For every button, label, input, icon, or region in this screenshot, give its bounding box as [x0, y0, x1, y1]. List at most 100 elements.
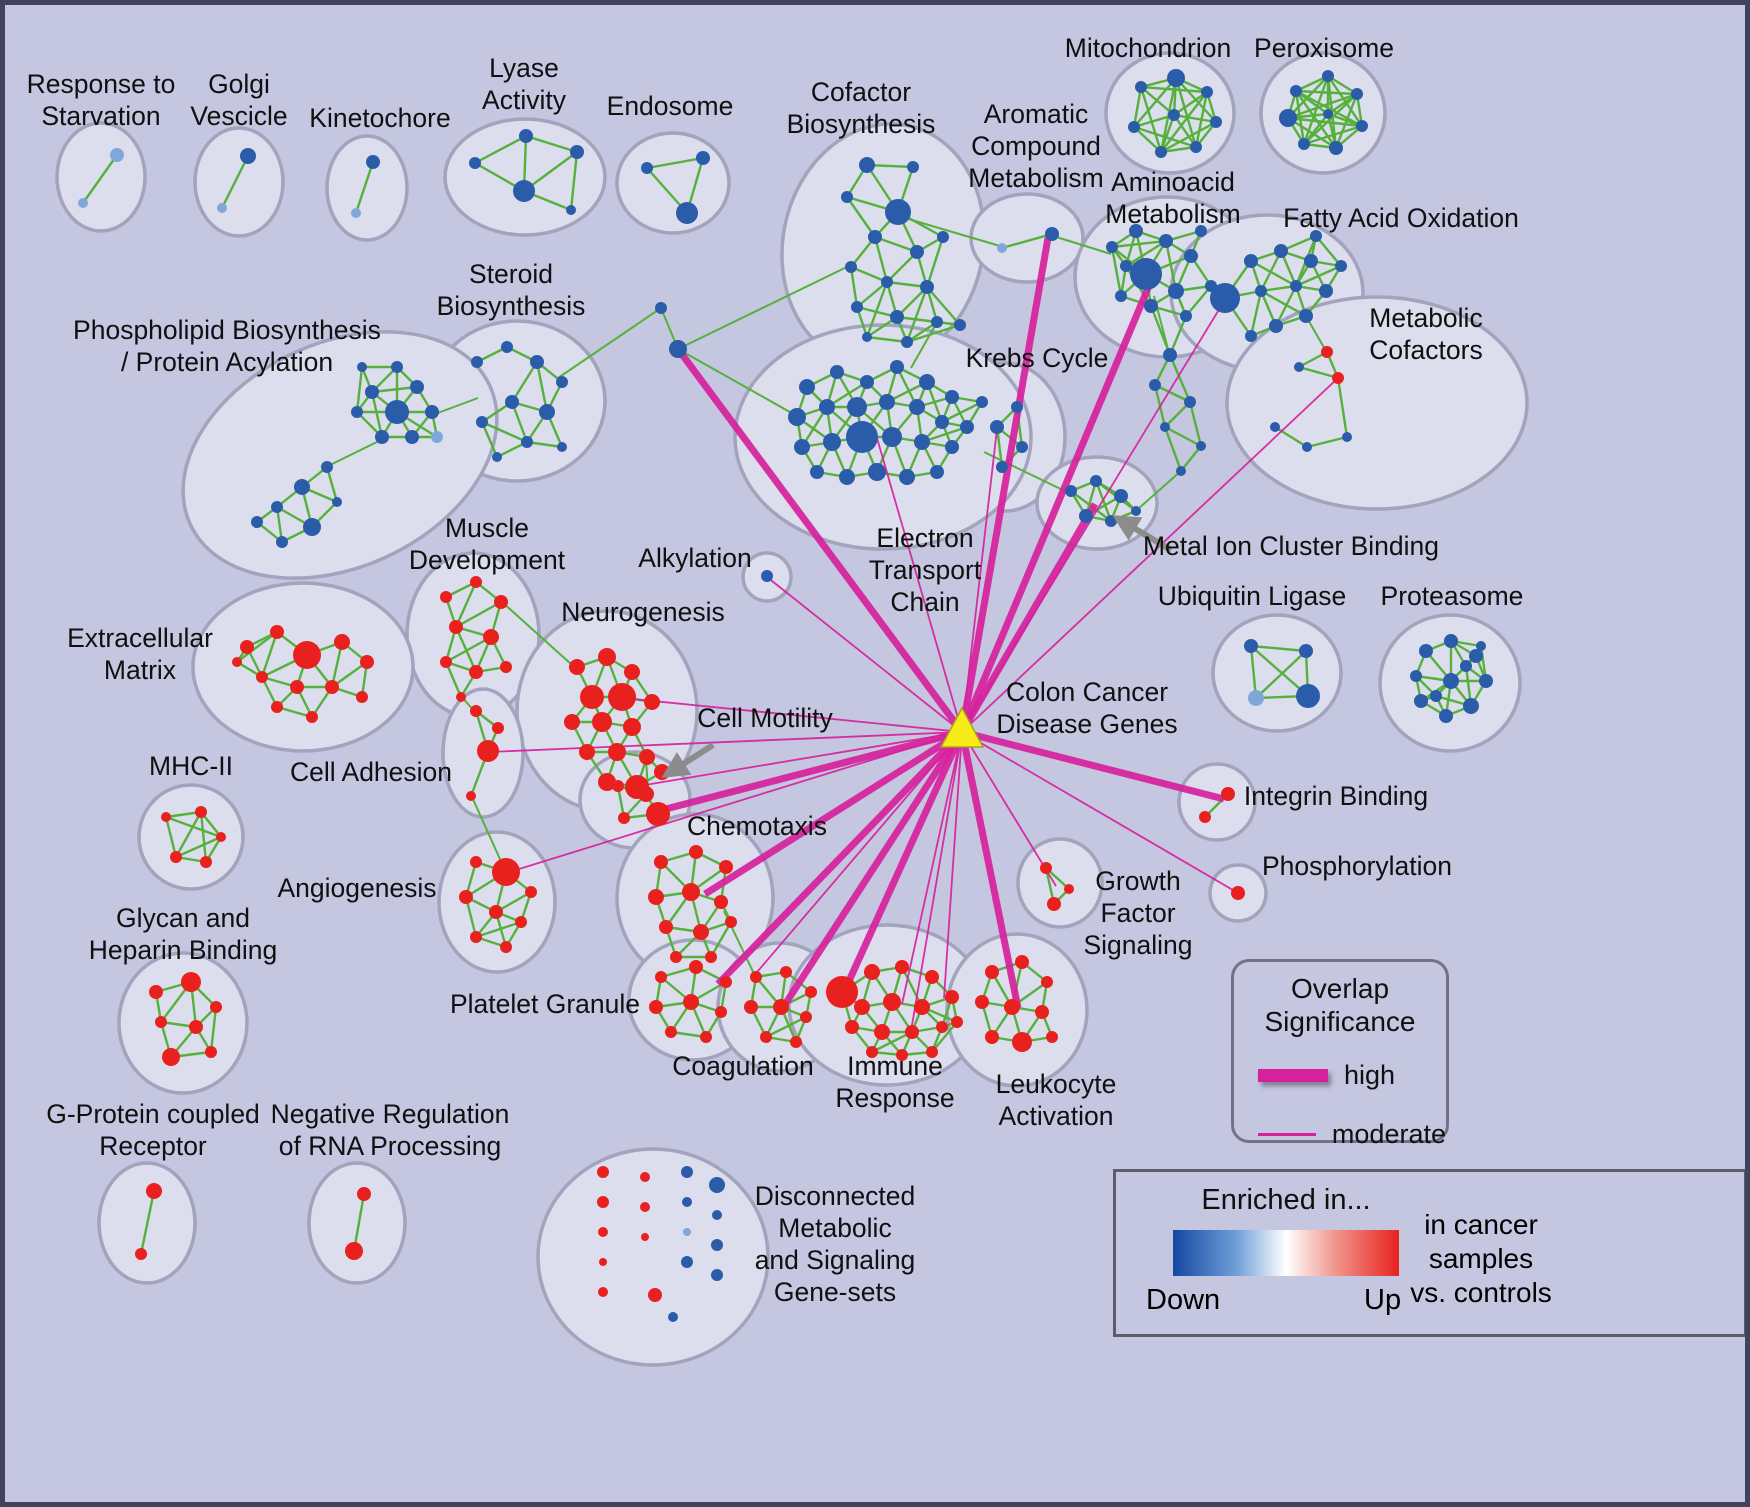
- gene-set-edge: [475, 920, 522, 939]
- label-phospholipid-acylation: Phospholipid Biosynthesis/ Protein Acyla…: [73, 315, 381, 377]
- overlap-edge-moderate: [638, 731, 963, 787]
- gene-set-node: [1168, 283, 1184, 299]
- gene-set-node: [195, 806, 207, 818]
- gene-set-node: [761, 570, 773, 582]
- gene-set-node: [216, 832, 226, 842]
- gene-set-edge: [905, 286, 929, 343]
- gene-set-edge: [1133, 113, 1175, 129]
- gene-set-node: [1296, 684, 1320, 708]
- gene-set-edge: [454, 581, 478, 628]
- gene-set-node: [700, 1031, 712, 1043]
- gene-set-edge: [1111, 239, 1167, 249]
- gene-set-node: [351, 406, 363, 418]
- overlap-edge-high: [657, 728, 963, 815]
- gene-set-node: [997, 243, 1007, 253]
- enrichment-down-label: Down: [1146, 1284, 1221, 1316]
- colon-cancer-hub-triangle: [939, 706, 985, 748]
- gene-set-node: [780, 966, 792, 978]
- gene-set-node: [1444, 634, 1458, 648]
- gene-set-node: [1290, 280, 1302, 292]
- gene-set-node: [638, 786, 654, 802]
- gene-set-node: [492, 722, 504, 734]
- gene-set-node: [1319, 284, 1333, 298]
- moderate-significance-label: moderate: [1331, 1119, 1446, 1149]
- gene-set-node: [431, 431, 443, 443]
- gene-set-node: [641, 1233, 649, 1241]
- gene-set-node: [935, 415, 949, 429]
- gene-set-edge: [474, 134, 527, 165]
- gene-set-node: [1210, 283, 1240, 313]
- cluster-ellipse-disconnected-gene-sets: [536, 1147, 770, 1367]
- overlap-edge-moderate: [910, 731, 963, 1032]
- legend-overlap-title-line2: Significance: [1264, 1006, 1416, 1037]
- cluster-ellipse-mhc-ii: [137, 783, 245, 891]
- gene-set-edge: [164, 816, 178, 858]
- gene-set-node: [665, 1026, 677, 1038]
- gene-set-node: [240, 640, 254, 654]
- gene-set-node: [705, 951, 717, 963]
- gene-set-edge: [370, 391, 384, 438]
- gene-set-node: [1321, 346, 1333, 358]
- gene-set-node: [440, 656, 452, 668]
- gene-set-node: [683, 1228, 691, 1236]
- gene-set-node: [931, 316, 943, 328]
- gene-set-edge: [1110, 246, 1123, 297]
- label-metal-ion-cluster-binding: Metal Ion Cluster Binding: [1143, 531, 1439, 561]
- gene-set-node: [712, 1210, 722, 1220]
- gene-set-node: [646, 802, 670, 826]
- gene-set-node: [681, 1256, 693, 1268]
- gene-set-edge: [1274, 285, 1298, 327]
- gene-set-node: [725, 916, 737, 928]
- gene-set-node: [851, 301, 863, 313]
- gene-set-node: [936, 1021, 948, 1033]
- gene-set-node: [1245, 330, 1257, 342]
- label-krebs-cycle: Krebs Cycle: [966, 343, 1109, 373]
- gene-set-node: [1105, 515, 1117, 527]
- gene-set-node: [466, 791, 476, 801]
- gene-set-node: [925, 970, 939, 984]
- cluster-ellipse-endosome: [615, 131, 731, 235]
- gene-set-node: [1479, 674, 1493, 688]
- gene-set-node: [841, 191, 853, 203]
- gene-set-node: [788, 408, 806, 426]
- gene-set-node: [599, 1258, 607, 1266]
- gene-set-node: [709, 1177, 725, 1193]
- gene-set-edge: [1168, 354, 1192, 403]
- gene-set-node: [648, 889, 664, 905]
- gene-set-node: [1298, 138, 1310, 150]
- gene-set-node: [847, 397, 867, 417]
- gene-set-node: [1168, 109, 1180, 121]
- inter-cluster-edge: [677, 348, 798, 417]
- gene-set-node: [1221, 787, 1235, 801]
- gene-set-node: [845, 1020, 859, 1034]
- gene-set-node: [1244, 639, 1258, 653]
- label-platelet-granule: Platelet Granule: [450, 989, 640, 1019]
- gene-set-edge: [1295, 264, 1342, 288]
- gene-set-node: [907, 161, 919, 173]
- overlap-edge-high: [703, 729, 964, 897]
- gene-set-edge: [1164, 240, 1178, 292]
- gene-set-node: [868, 463, 886, 481]
- gene-set-node: [1304, 254, 1318, 268]
- high-significance-label: high: [1344, 1060, 1396, 1090]
- gene-set-edge: [1132, 86, 1143, 128]
- gene-set-node: [556, 376, 568, 388]
- gene-set-edge: [1164, 425, 1202, 448]
- inter-cluster-edge: [327, 438, 384, 467]
- gene-set-node: [1035, 1005, 1049, 1019]
- gene-set-edge: [510, 401, 529, 443]
- overlap-edge-moderate: [505, 731, 963, 874]
- gene-set-node: [483, 629, 499, 645]
- gene-set-edge: [444, 661, 463, 698]
- gene-set-edge: [1295, 89, 1358, 96]
- gene-set-edge: [1250, 644, 1307, 653]
- gene-set-node: [859, 157, 875, 173]
- gene-set-node: [598, 648, 616, 666]
- gene-set-node: [649, 1000, 663, 1014]
- gene-set-node: [895, 960, 909, 974]
- gene-set-node: [1274, 244, 1288, 258]
- gene-set-node: [110, 148, 124, 162]
